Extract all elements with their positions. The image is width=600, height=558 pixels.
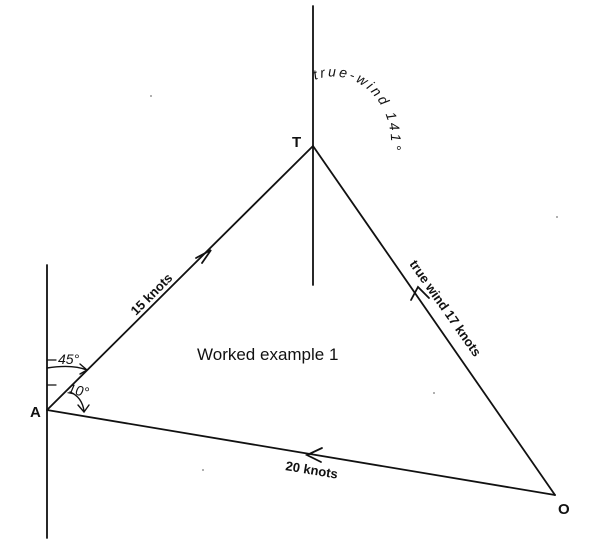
angle-label-true-wind: true-wind 141° (311, 63, 404, 153)
arrow-OT (410, 285, 430, 301)
angle-arc-10 (69, 391, 85, 412)
edge-label-OT: true wind 17 knots (407, 257, 485, 359)
edge-label-AT: 15 knots (128, 270, 176, 318)
arrow-OA (304, 447, 323, 463)
speck (202, 469, 204, 471)
point-label-T: T (292, 134, 301, 151)
speck (556, 216, 558, 218)
angle-arc-45 (46, 365, 88, 371)
true-wind-value: 141° (383, 110, 405, 153)
true-wind-text: true-wind (311, 63, 394, 109)
speck (433, 392, 435, 394)
edge-TO (312, 145, 556, 496)
speck (150, 95, 152, 97)
edge-label-OA: 20 knots (285, 458, 340, 482)
angle-label-45: 45° (58, 351, 80, 367)
arrow-AT (195, 249, 212, 264)
diagram-caption: Worked example 1 (197, 345, 338, 364)
point-label-A: A (30, 404, 41, 421)
point-label-O: O (558, 501, 570, 518)
edge-OA (46, 409, 556, 496)
edge-AT (46, 145, 314, 411)
angle-label-10: 10° (66, 380, 90, 400)
angle-arc-10-tip (77, 404, 90, 414)
angle-arc-45-tip (79, 363, 89, 375)
